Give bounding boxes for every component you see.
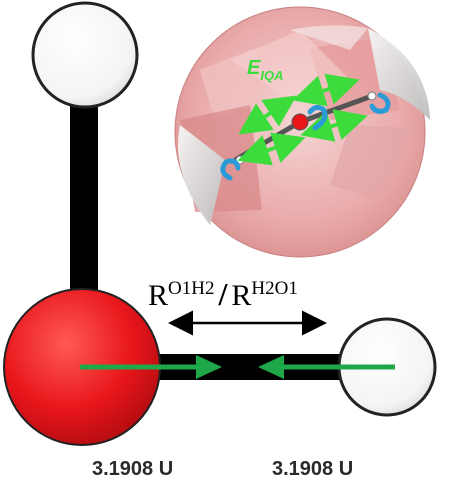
force-arrows: [80, 355, 395, 379]
hydrogen-atom-top: [31, 1, 139, 109]
value-label-left: 3.1908 U: [92, 458, 174, 480]
distance-label: RO1H2/RH2O1: [148, 276, 298, 312]
atomic-basin-inset: EIQA: [174, 6, 430, 258]
energy-label: EIQA: [247, 57, 283, 83]
value-label-right: 3.1908 U: [272, 458, 354, 480]
